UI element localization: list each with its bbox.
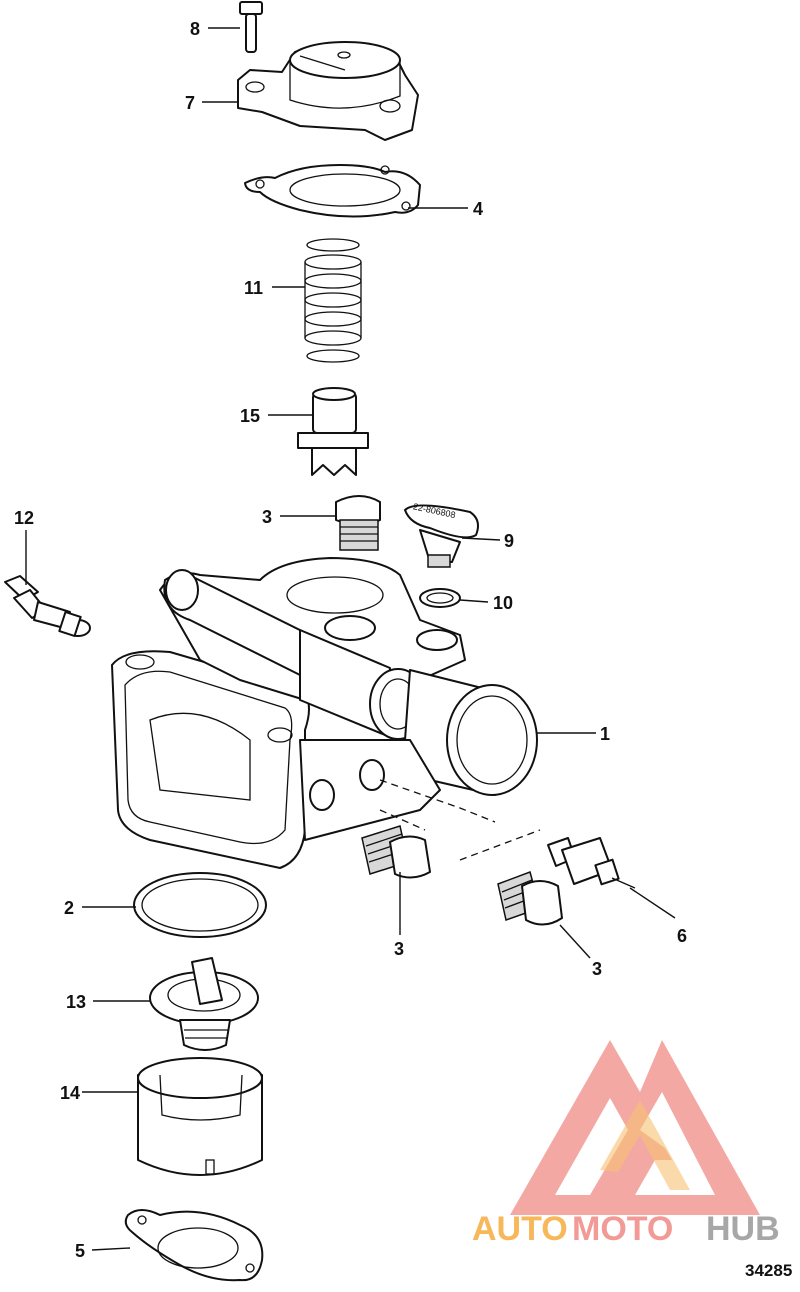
- watermark-logo: [510, 1040, 760, 1215]
- part-5-gasket: [124, 1209, 264, 1282]
- callout-6: 6: [677, 926, 687, 946]
- callout-4: 4: [473, 199, 483, 219]
- part-2-o-ring: [133, 872, 267, 938]
- part-6-sender: [547, 837, 636, 889]
- part-13-thermostat: [149, 957, 259, 1051]
- callout-12: 12: [14, 508, 34, 528]
- part-9-fitting: 22-806808: [404, 501, 479, 568]
- part-3-plug-right: [497, 871, 563, 926]
- part-8-bolt: [239, 1, 263, 53]
- callout-3-middle: 3: [394, 939, 404, 959]
- callout-7: 7: [185, 93, 195, 113]
- part-10-o-ring: [419, 588, 461, 608]
- watermark-text-auto: AUTO: [472, 1210, 568, 1248]
- callout-1: 1: [600, 724, 610, 744]
- part-12-sender: [4, 575, 91, 637]
- part-11-spring: [304, 238, 362, 363]
- callout-11: 11: [244, 278, 263, 298]
- part-1-housing: [111, 557, 538, 869]
- part-7-thermostat-cover: [237, 41, 419, 141]
- part-3-plug-top: [335, 495, 381, 551]
- part-4-gasket: [244, 164, 421, 218]
- callout-labels: 8 7 4 11 15 3 9 10 12 1 2 3 3 6 13 14 5: [14, 19, 687, 1261]
- callout-14: 14: [60, 1083, 80, 1103]
- part-3-plug-middle: [361, 825, 431, 879]
- callout-2: 2: [64, 898, 74, 918]
- figure-number: 34285: [745, 1261, 792, 1280]
- callout-3-right: 3: [592, 959, 602, 979]
- watermark-text-hub: HUB: [706, 1210, 780, 1248]
- callout-15: 15: [240, 406, 260, 426]
- callout-3-top: 3: [262, 507, 272, 527]
- assembly-guide-lines: [379, 779, 541, 861]
- callout-5: 5: [75, 1241, 85, 1261]
- callout-13: 13: [66, 992, 86, 1012]
- callout-8: 8: [190, 19, 200, 39]
- part-15-poppet-valve: [297, 387, 369, 476]
- callout-10: 10: [493, 593, 513, 613]
- callout-9: 9: [504, 531, 514, 551]
- leader-lines: [25, 27, 676, 1251]
- part-14-sleeve: [137, 1057, 263, 1176]
- watermark-text-moto: MOTO: [572, 1210, 673, 1248]
